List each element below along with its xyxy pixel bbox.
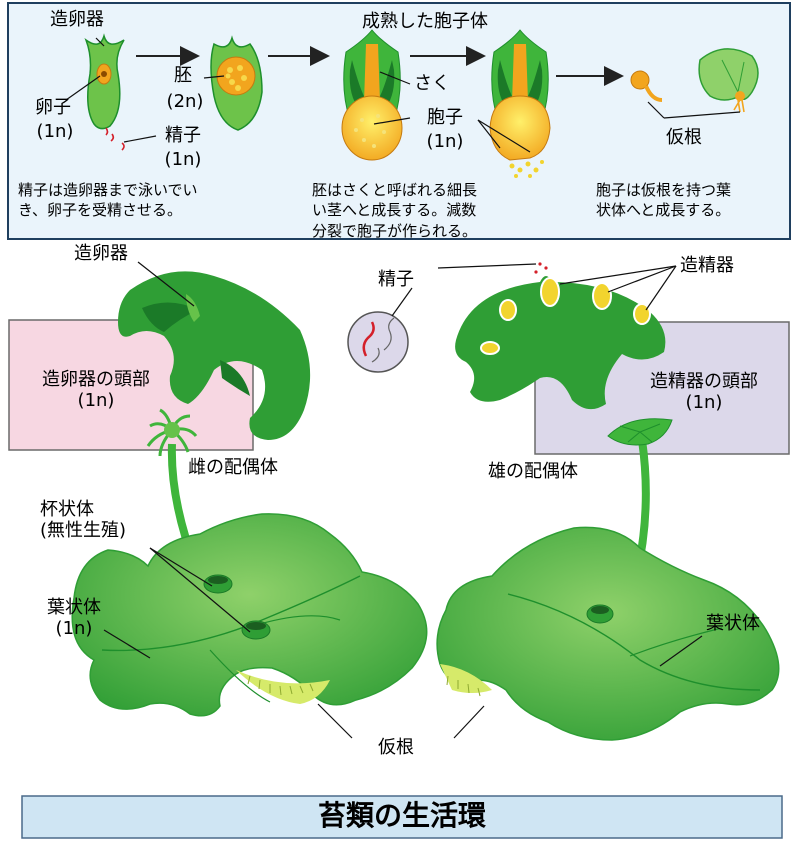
label-egg: 卵子 [30, 98, 76, 119]
thallus-left-line1: 葉状体 [38, 598, 110, 619]
label-spores: 胞子 [418, 108, 472, 129]
label-antheridium: 造精器 [680, 256, 734, 277]
label-male-gametophyte: 雄の配偶体 [488, 462, 578, 483]
archegonial-head-line2: (1n) [26, 391, 166, 412]
female-thallus-illustration [72, 514, 426, 716]
label-antheridial-head: 造精器の頭部 (1n) [634, 372, 774, 413]
gemma-cup-line1: 杯状体 [40, 500, 126, 521]
caption-spore-growth: 胞子は仮根を持つ葉 状体へと成長する。 [596, 180, 731, 221]
label-archegonial-head: 造卵器の頭部 (1n) [26, 370, 166, 411]
caption-3-line2: 状体へと成長する。 [596, 200, 731, 220]
thallus-left-line2: (1n) [38, 619, 110, 640]
label-capsule: さく [414, 74, 450, 95]
page-title: 苔類の生活環 [22, 800, 782, 832]
label-embryo-ploidy: (2n) [158, 92, 212, 113]
label-gemma-cup: 杯状体 (無性生殖) [40, 500, 126, 541]
label-thallus-right: 葉状体 [706, 614, 760, 635]
sperm-zoom-illustration [348, 312, 408, 372]
archegonial-head-line1: 造卵器の頭部 [26, 370, 166, 391]
label-embryo: 胚 [162, 66, 204, 87]
caption-2-line3: 分裂で胞子が作られる。 [312, 221, 477, 241]
label-rhizoids-lower: 仮根 [378, 738, 414, 759]
caption-3-line1: 胞子は仮根を持つ葉 [596, 180, 731, 200]
caption-fertilization: 精子は造卵器まで泳いでい き、卵子を受精させる。 [18, 180, 198, 221]
caption-1-line1: 精子は造卵器まで泳いでい [18, 180, 198, 200]
label-spores-ploidy: (1n) [418, 132, 472, 153]
label-mature-sporophyte: 成熟した胞子体 [362, 12, 488, 33]
caption-sporophyte: 胚はさくと呼ばれる細長 い茎へと成長する。減数 分裂で胞子が作られる。 [312, 180, 477, 241]
gemma-cup-line2: (無性生殖) [40, 521, 126, 542]
label-sperm-ploidy: (1n) [158, 150, 208, 171]
antheridial-head-line2: (1n) [634, 393, 774, 414]
label-sperm-lower: 精子 [378, 270, 414, 291]
label-egg-ploidy: (1n) [30, 122, 80, 143]
label-archegonium-top: 造卵器 [50, 10, 104, 31]
caption-1-line2: き、卵子を受精させる。 [18, 200, 198, 220]
caption-2-line2: い茎へと成長する。減数 [312, 200, 477, 220]
mature-sporophyte-illustration-1 [342, 30, 402, 160]
label-thallus-left: 葉状体 (1n) [38, 598, 110, 639]
caption-2-line1: 胚はさくと呼ばれる細長 [312, 180, 477, 200]
label-archegonium-lower: 造卵器 [74, 244, 128, 265]
antheridial-head-line1: 造精器の頭部 [634, 372, 774, 393]
label-sperm-top: 精子 [158, 126, 208, 147]
label-female-gametophyte: 雌の配偶体 [188, 458, 278, 479]
label-rhizoid-top: 仮根 [666, 128, 702, 149]
